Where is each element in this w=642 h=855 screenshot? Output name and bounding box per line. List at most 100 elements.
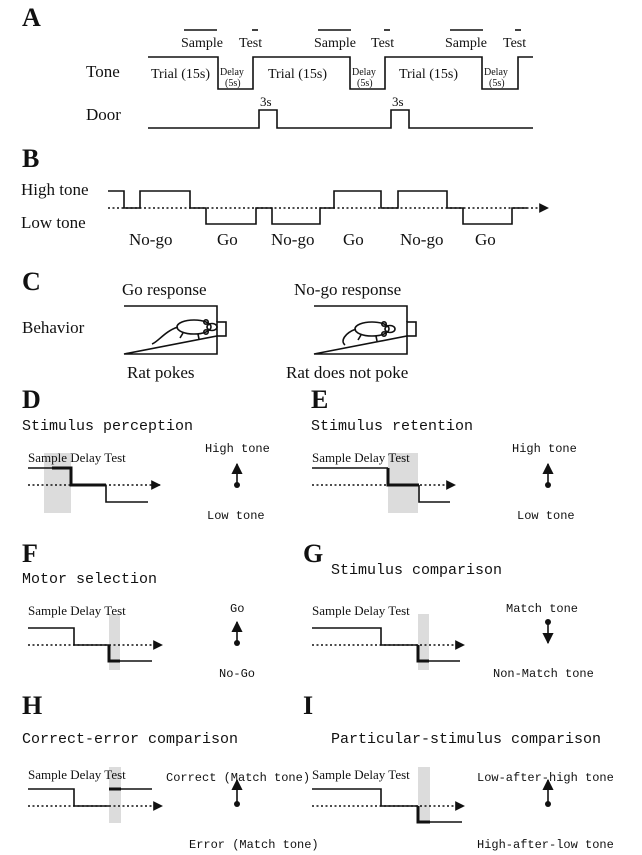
sample-label: Sample (314, 36, 356, 51)
panel-label-i: I (303, 691, 313, 720)
test-label: Test (503, 36, 526, 51)
top-label: Low-after-high tone (477, 771, 614, 785)
rat-pokes-label: Rat pokes (127, 363, 195, 382)
seq-label: No-go (271, 230, 314, 249)
trial-label: Trial (15s) (151, 67, 210, 82)
rat-icon (342, 320, 396, 346)
door-label: Door (86, 105, 121, 124)
bottom-label: Non-Match tone (493, 667, 594, 681)
panel-label-b: B (22, 144, 39, 173)
panel-a: A Sample Test Sample Test Sample Test To… (22, 3, 533, 129)
panel-title: Particular-stimulus comparison (331, 731, 601, 748)
trial-label: Trial (15s) (268, 67, 327, 82)
door-trace (148, 109, 533, 129)
tone-trace (148, 56, 533, 90)
highlight-window (418, 614, 429, 670)
sample-label: Sample (445, 36, 487, 51)
trace-highlight (386, 468, 419, 487)
trial-label: Trial (15s) (399, 67, 458, 82)
panel-c: C Go response No-go response Behavior Ra… (22, 267, 417, 382)
rat-box-go (123, 305, 227, 355)
panel-title: Stimulus comparison (331, 562, 502, 579)
bottom-label: Low tone (517, 509, 575, 523)
delay-duration: (5s) (357, 78, 373, 89)
panel-title: Correct-error comparison (22, 731, 238, 748)
panel-i: I Particular-stimulus comparison Sample … (303, 691, 614, 852)
test-label: Test (371, 36, 394, 51)
panel-label-g: G (303, 539, 323, 568)
sample-label: Sample (181, 36, 223, 51)
go-response-label: Go response (122, 280, 207, 299)
arrow-dot (545, 619, 551, 625)
sample-delay-test-label: Sample Delay Test (312, 767, 410, 782)
highlight-window (388, 453, 418, 513)
seq-label: Go (343, 230, 364, 249)
trace-highlight (416, 645, 429, 663)
panel-label-c: C (22, 267, 41, 296)
panel-e: E Stimulus retention Sample Delay Test H… (311, 385, 577, 523)
rat-no-poke-label: Rat does not poke (286, 363, 408, 382)
delay-label: Delay (484, 67, 508, 78)
sample-delay-test-label: Sample Delay Test (28, 603, 126, 618)
trace-highlight (416, 806, 430, 824)
top-label: Go (230, 602, 244, 616)
nose-poke-port (216, 321, 227, 337)
highlight-window (44, 453, 71, 513)
delay-label: Delay (220, 67, 244, 78)
delay-duration: (5s) (489, 78, 505, 89)
low-tone-label: Low tone (21, 213, 86, 232)
delay-label: Delay (352, 67, 376, 78)
arrow-dot (545, 482, 551, 488)
panel-title: Motor selection (22, 571, 157, 588)
tone-sequence-trace (108, 190, 527, 225)
bottom-label: High-after-low tone (477, 838, 614, 852)
rat-icon (151, 318, 218, 345)
tone-label: Tone (86, 62, 120, 81)
panel-title: Stimulus retention (311, 418, 473, 435)
arrow-dot (234, 801, 240, 807)
highlight-window (418, 767, 430, 823)
highlight-window (109, 767, 121, 823)
top-label: Match tone (506, 602, 578, 616)
sample-delay-test-label: Sample Delay Test (312, 603, 410, 618)
trace-highlight (107, 645, 120, 663)
door-duration: 3s (392, 94, 404, 109)
seq-label: Go (217, 230, 238, 249)
panel-d: D Stimulus perception Sample Delay Test … (22, 385, 270, 523)
bottom-label: Low tone (207, 509, 265, 523)
seq-label: No-go (400, 230, 443, 249)
arrow-dot (234, 640, 240, 646)
door-duration: 3s (260, 94, 272, 109)
bottom-label: No-Go (219, 667, 255, 681)
panel-label-e: E (311, 385, 328, 414)
arrow-dot (234, 482, 240, 488)
panel-g: G Stimulus comparison Sample Delay Test … (303, 539, 594, 681)
seq-label: No-go (129, 230, 172, 249)
test-label: Test (239, 36, 262, 51)
panel-f: F Motor selection Sample Delay Test Go N… (22, 539, 255, 681)
sample-delay-test-label: Sample Delay Test (28, 450, 126, 465)
trace-highlight (52, 466, 106, 487)
highlight-window (109, 614, 120, 670)
bottom-label: Error (Match tone) (189, 838, 319, 852)
arrow-dot (545, 801, 551, 807)
seq-label: Go (475, 230, 496, 249)
panel-h: H Correct-error comparison Sample Delay … (22, 691, 319, 852)
panel-label-h: H (22, 691, 42, 720)
panel-label-a: A (22, 3, 41, 32)
top-label: High tone (205, 442, 270, 456)
panel-label-f: F (22, 539, 38, 568)
sample-delay-test-label: Sample Delay Test (28, 767, 126, 782)
delay-duration: (5s) (225, 78, 241, 89)
top-label: Correct (Match tone) (166, 771, 310, 785)
sample-delay-test-label: Sample Delay Test (312, 450, 410, 465)
rat-box-nogo (313, 305, 417, 355)
panel-title: Stimulus perception (22, 418, 193, 435)
panel-b: B High tone Low tone No-go Go No-go Go N… (21, 144, 549, 249)
high-tone-label: High tone (21, 180, 89, 199)
behavior-label: Behavior (22, 318, 85, 337)
nogo-response-label: No-go response (294, 280, 401, 299)
nose-poke-port (406, 321, 417, 337)
panel-label-d: D (22, 385, 41, 414)
